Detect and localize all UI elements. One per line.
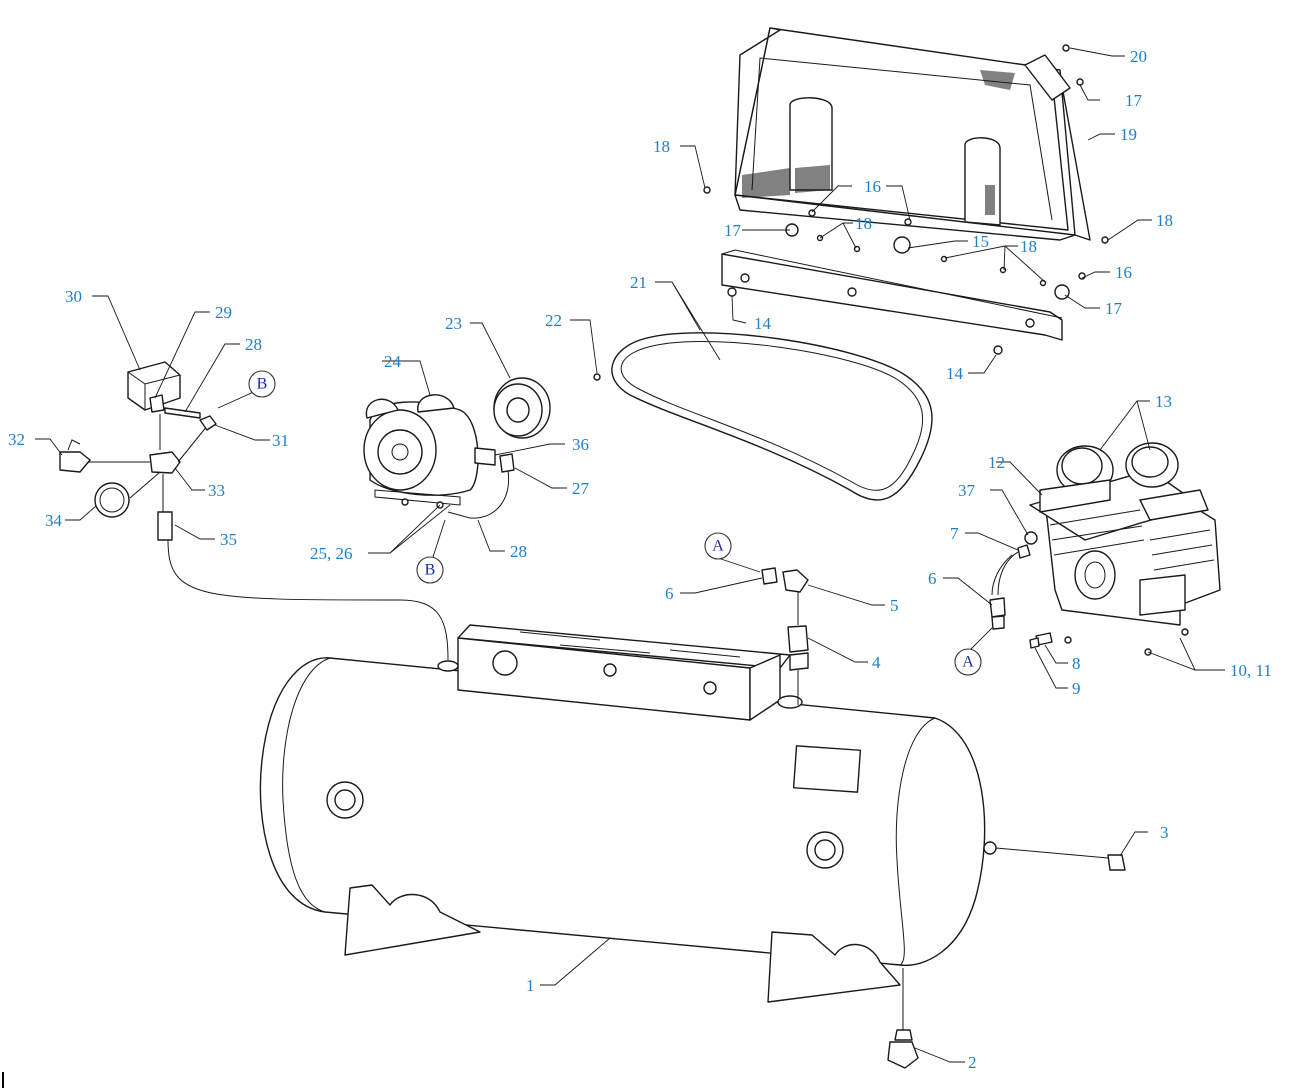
reference-badges: A A B B — [248, 370, 982, 676]
callout-10-11: 10, 11 — [1230, 661, 1272, 680]
callout-22: 22 — [545, 311, 562, 330]
belt — [611, 332, 933, 501]
callout-36: 36 — [572, 435, 589, 454]
callout-2: 2 — [968, 1053, 977, 1072]
callout-19: 19 — [1120, 125, 1137, 144]
callout-9: 9 — [1072, 679, 1081, 698]
callout-labels: 1 2 3 4 5 6 6 7 8 9 10, 11 12 13 14 14 1… — [8, 47, 1272, 1072]
callout-6-tank: 6 — [665, 584, 674, 603]
callout-30: 30 — [65, 287, 82, 306]
callout-7: 7 — [950, 524, 959, 543]
pressure-switch-assembly — [59, 361, 217, 541]
callout-28-switch: 28 — [245, 335, 262, 354]
tank-plug — [995, 847, 1126, 871]
callout-14-a: 14 — [754, 314, 772, 333]
callout-3: 3 — [1160, 823, 1169, 842]
callout-18-a: 18 — [653, 137, 670, 156]
svg-text:A: A — [712, 538, 724, 555]
guard-bracket — [721, 249, 1063, 355]
callout-34: 34 — [45, 511, 63, 530]
air-tank — [259, 657, 997, 1030]
ref-badge-a-tank: A — [704, 532, 732, 560]
callout-33: 33 — [208, 481, 225, 500]
svg-text:B: B — [257, 376, 268, 393]
callout-18-d: 18 — [1156, 211, 1173, 230]
svg-text:A: A — [962, 654, 974, 671]
callout-15: 15 — [972, 232, 989, 251]
ref-badge-b-switch: B — [248, 370, 276, 398]
callout-21: 21 — [630, 273, 647, 292]
callout-29: 29 — [215, 303, 232, 322]
belt-guard — [734, 27, 1091, 241]
callout-35: 35 — [220, 530, 237, 549]
check-valve-assembly — [761, 567, 809, 705]
pulley — [493, 373, 601, 439]
ref-badge-a-pump: A — [954, 648, 982, 676]
motor — [363, 394, 496, 509]
saddle-plate — [437, 624, 803, 721]
svg-text:B: B — [425, 562, 436, 579]
drain-valve — [887, 1029, 919, 1069]
callout-8: 8 — [1072, 654, 1081, 673]
callout-31: 31 — [272, 431, 289, 450]
callout-28-motor: 28 — [510, 542, 527, 561]
callout-25-26: 25, 26 — [310, 544, 353, 563]
pump-mount-hardware — [1029, 628, 1189, 656]
callout-18-b: 18 — [855, 214, 872, 233]
leader-lines — [35, 47, 1225, 1063]
callout-37: 37 — [958, 481, 976, 500]
callout-5: 5 — [890, 596, 899, 615]
callout-4: 4 — [872, 653, 881, 672]
callout-17-b: 17 — [1105, 299, 1123, 318]
callout-1: 1 — [526, 976, 535, 995]
callout-27: 27 — [572, 479, 590, 498]
compressor-pump — [1024, 442, 1221, 626]
callout-13: 13 — [1155, 392, 1172, 411]
callout-16-a: 16 — [864, 177, 881, 196]
callout-20: 20 — [1130, 47, 1147, 66]
callout-32: 32 — [8, 430, 25, 449]
long-tube — [167, 539, 449, 661]
callout-12: 12 — [988, 453, 1005, 472]
callout-24: 24 — [384, 352, 402, 371]
callout-16-b: 16 — [1115, 263, 1132, 282]
callout-6-pump: 6 — [928, 569, 937, 588]
callout-23: 23 — [445, 314, 462, 333]
ref-badge-b-motor: B — [416, 556, 444, 584]
callout-17-c: 17 — [1125, 91, 1143, 110]
motor-tube — [447, 453, 515, 519]
callout-14-b: 14 — [946, 364, 964, 383]
pump-discharge-tube — [989, 544, 1031, 630]
callout-17-a: 17 — [724, 221, 742, 240]
callout-18-c: 18 — [1020, 237, 1037, 256]
